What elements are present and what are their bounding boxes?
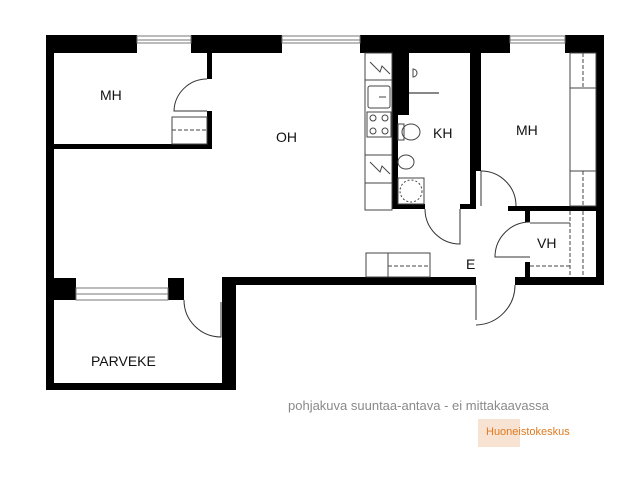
room-label-vh: VH <box>537 235 556 251</box>
room-label-e: E <box>466 256 475 272</box>
walls <box>46 35 604 390</box>
room-label-mh: MH <box>100 87 122 103</box>
room-label-kh: KH <box>433 125 452 141</box>
furniture <box>171 52 597 278</box>
windows <box>75 35 566 301</box>
disclaimer-caption: pohjakuva suuntaa-antava - ei mittakaava… <box>288 398 549 413</box>
doors <box>173 78 531 338</box>
room-label-oh: OH <box>276 129 297 145</box>
room-label-mh-2: MH <box>516 122 538 138</box>
room-label-parveke: PARVEKE <box>91 353 156 369</box>
brand-logo-background <box>478 419 520 447</box>
brand-logo: Huoneistokeskus <box>486 426 570 438</box>
